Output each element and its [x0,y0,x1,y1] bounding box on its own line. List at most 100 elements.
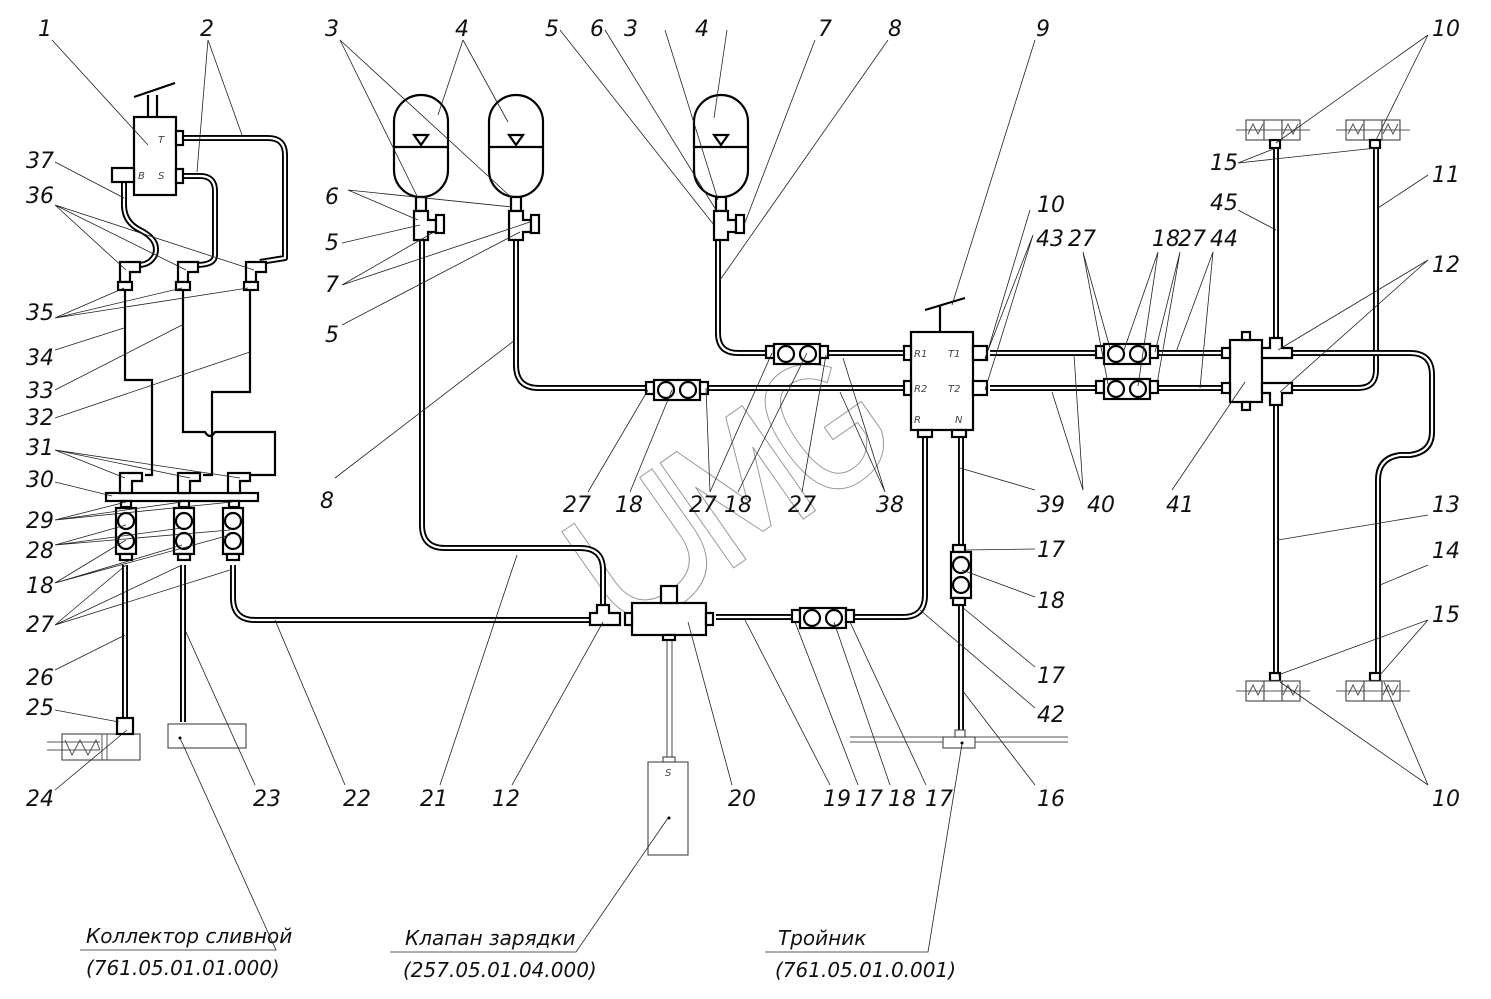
port-b: B [138,171,145,182]
filters-horizontal [644,342,1160,630]
control-valve-9[interactable]: R1 T1 R2 T2 R N [902,296,989,439]
callout-5: 5 [325,323,339,348]
port-s: S [158,171,165,182]
port-s-charge: S [665,768,672,779]
note-tee: Тройник (761.05.01.0.001) [775,926,956,982]
callout-10: 10 [1432,787,1460,812]
pipes [121,135,1435,735]
callout-28: 28 [26,539,54,564]
charge-valve-box: S [647,756,689,856]
callout-27: 27 [1068,227,1096,252]
callout-27: 27 [26,613,54,638]
callout-27: 27 [1178,227,1206,252]
control-valve-1[interactable]: T B S [110,81,185,197]
callout-7: 7 [818,17,832,42]
callout-4: 4 [455,17,469,42]
callout-23: 23 [253,787,281,812]
port-r2: R2 [914,384,927,395]
port-r: R [914,415,921,426]
callout-39: 39 [1037,493,1065,518]
callout-12: 12 [1432,253,1460,278]
callout-33: 33 [26,379,54,404]
charge-valve-line [666,636,673,757]
port-t: T [158,135,165,146]
elbow-fittings [116,260,268,292]
callout-19: 19 [823,787,851,812]
callout-38: 38 [876,493,904,518]
callout-22: 22 [343,787,371,812]
leader-lines [51,29,1429,953]
callout-17: 17 [855,787,883,812]
callout-18: 18 [615,493,643,518]
callout-15: 15 [1210,151,1238,176]
callout-44: 44 [1210,227,1238,252]
callout-27: 27 [563,493,591,518]
callout-27: 27 [689,493,717,518]
callout-3: 3 [624,17,638,42]
drain-lines [123,290,277,477]
note-title: Коллектор сливной [86,924,292,948]
tee-761 [942,729,976,749]
callout-13: 13 [1432,493,1460,518]
callout-labels: 1 2 3 4 5 6 3 4 7 8 9 10 37 36 6 5 7 5 3… [26,17,1460,812]
callout-12: 12 [492,787,520,812]
callout-3: 3 [325,17,339,42]
callout-16: 16 [1037,787,1065,812]
callout-41: 41 [1166,493,1194,518]
callout-26: 26 [26,666,54,691]
callout-18: 18 [26,574,54,599]
callout-25: 25 [26,696,54,721]
callout-17: 17 [1037,538,1065,563]
callout-14: 14 [1432,539,1460,564]
brake-cylinders [1236,119,1410,702]
callout-17: 17 [925,787,953,812]
callout-18: 18 [1037,589,1065,614]
callout-10: 10 [1432,17,1460,42]
callout-18: 18 [888,787,916,812]
note-code: (257.05.01.04.000) [403,958,597,982]
note-title: Тройник [778,926,866,950]
note-code: (761.05.01.0.001) [775,958,956,982]
callout-8: 8 [320,489,334,514]
callout-7: 7 [325,273,339,298]
callout-34: 34 [26,346,54,371]
callout-11: 11 [1432,163,1460,188]
callout-37: 37 [26,149,54,174]
port-r1: R1 [914,349,927,360]
callout-45: 45 [1210,191,1238,216]
callout-5: 5 [545,17,559,42]
filters-left [114,506,245,562]
note-code: (761.05.01.01.000) [86,956,280,980]
port-t2: T2 [948,384,960,395]
distributor-41[interactable] [1220,330,1294,412]
callout-2: 2 [200,17,214,42]
callout-36: 36 [26,184,54,209]
callout-6: 6 [325,185,339,210]
note-charge-valve: Клапан зарядки (257.05.01.04.000) [403,926,597,982]
callout-31: 31 [26,436,54,461]
callout-9: 9 [1036,17,1050,42]
callout-15: 15 [1432,603,1460,628]
callout-30: 30 [26,468,54,493]
callout-4: 4 [695,17,709,42]
charge-valve-20[interactable] [588,584,715,642]
callout-17: 17 [1037,664,1065,689]
note-title: Клапан зарядки [405,926,576,950]
cylinder-24 [47,716,141,761]
callout-29: 29 [26,509,54,534]
callout-24: 24 [26,787,54,812]
callout-20: 20 [728,787,756,812]
accumulators[interactable] [392,93,750,242]
callout-1: 1 [38,17,52,42]
port-t1: T1 [948,349,960,360]
drain-collector [104,471,260,509]
callout-6: 6 [590,17,604,42]
callout-10: 10 [1037,193,1065,218]
callout-18: 18 [1152,227,1180,252]
callout-42: 42 [1037,703,1065,728]
drain-collector-box [167,723,247,749]
callout-43: 43 [1036,227,1064,252]
port-n: N [955,415,963,426]
callout-18: 18 [724,493,752,518]
